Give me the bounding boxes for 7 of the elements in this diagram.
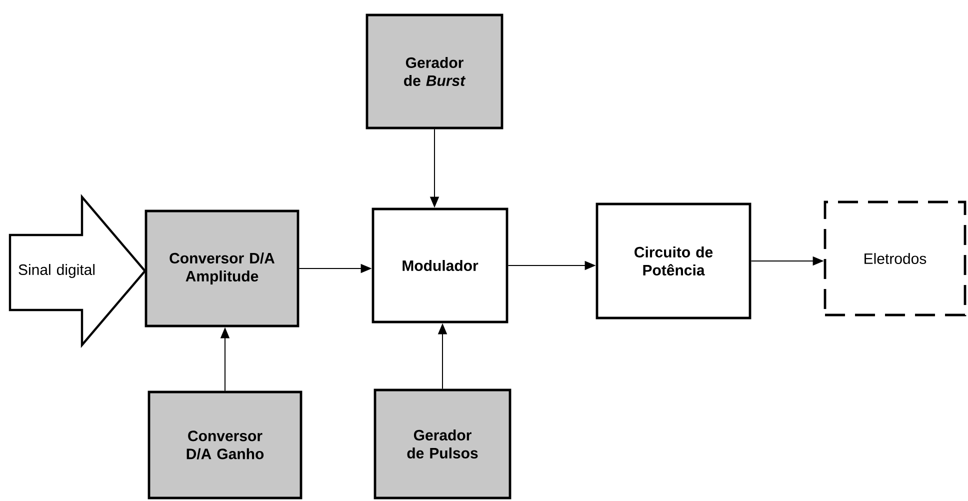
process-box: Gerador de Burst — [366, 14, 504, 130]
process-box: Conversor D/A Amplitude — [144, 210, 300, 328]
dashed-box: Eletrodos — [824, 200, 966, 316]
process-box: Gerador de Pulsos — [374, 388, 512, 500]
process-box: Circuito de Potência — [596, 202, 752, 320]
process-box: Modulador — [372, 208, 508, 324]
process-box: Conversor D/A Ganho — [148, 390, 302, 500]
